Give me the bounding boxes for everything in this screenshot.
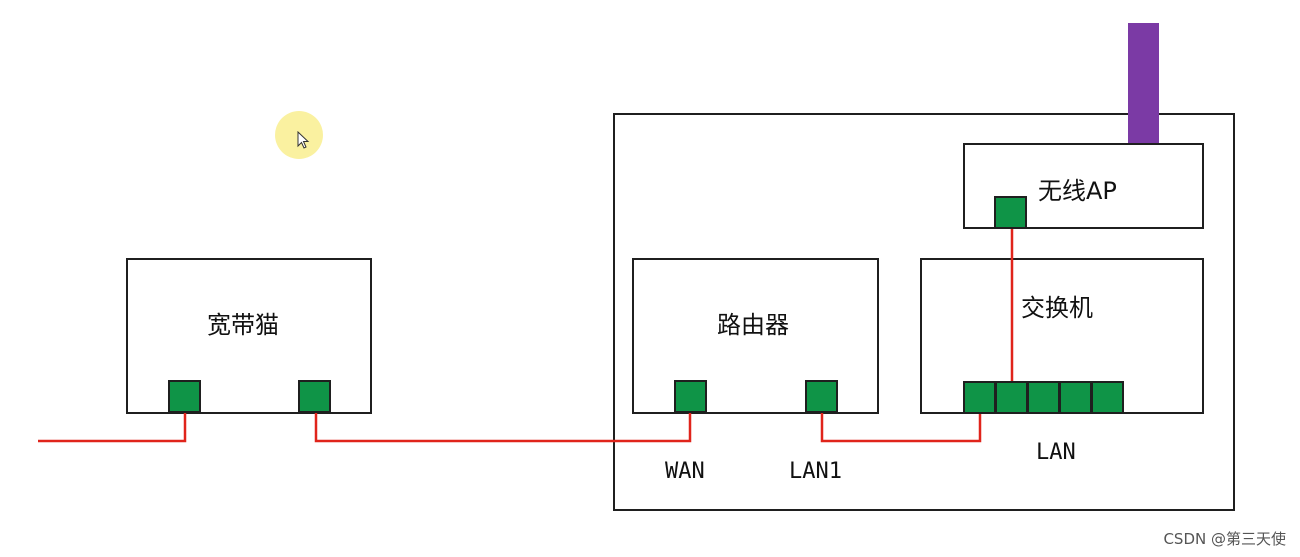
- switch-lan-port-1: [963, 381, 996, 414]
- antenna: [1128, 23, 1159, 145]
- router-wan-port: [674, 380, 707, 413]
- switch-lan-port-2: [995, 381, 1028, 414]
- switch-lan-port-3: [1027, 381, 1060, 414]
- router-label: 路由器: [717, 311, 789, 339]
- modem-box: [126, 258, 372, 414]
- router-lan1-port: [805, 380, 838, 413]
- switch-label: 交换机: [1021, 294, 1093, 322]
- wireless-ap-label: 无线AP: [1038, 177, 1117, 205]
- lan-port-label: LAN: [1036, 440, 1076, 465]
- switch-lan-port-5: [1091, 381, 1124, 414]
- mouse-cursor-icon: [297, 131, 310, 149]
- switch-lan-port-4: [1059, 381, 1092, 414]
- modem-label: 宽带猫: [207, 311, 279, 339]
- wire-internet-to-modem: [38, 412, 187, 443]
- ap-port: [994, 196, 1027, 229]
- wan-port-label: WAN: [665, 459, 705, 484]
- lan1-port-label: LAN1: [789, 459, 842, 484]
- modem-port-in: [168, 380, 201, 413]
- wire-lan1-to-switch: [820, 412, 982, 443]
- modem-port-out: [298, 380, 331, 413]
- wire-modem-to-wan: [314, 412, 692, 443]
- watermark: CSDN @第三天使: [1163, 530, 1286, 548]
